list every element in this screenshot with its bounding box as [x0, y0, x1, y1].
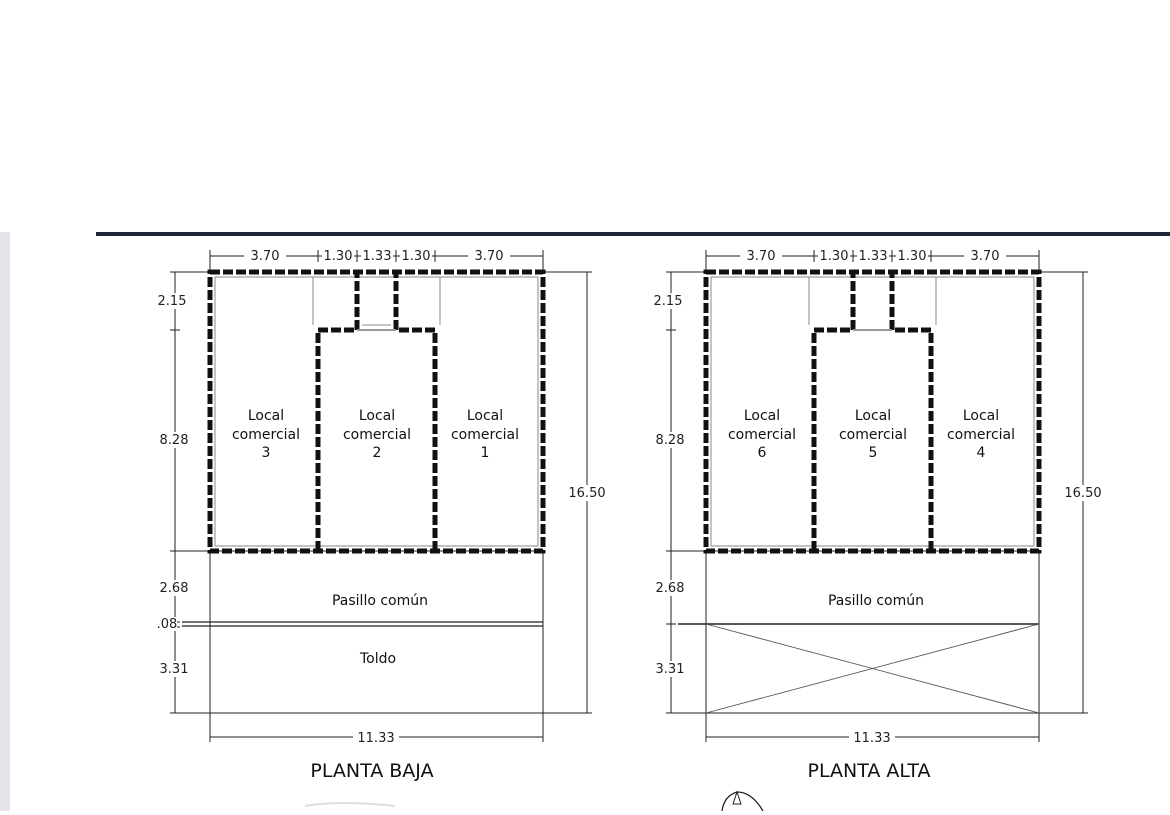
left-dim-5: 3.31: [160, 662, 189, 677]
bottom-dimension: 11.33: [705, 713, 1040, 746]
exterior-wall: [207, 269, 546, 554]
room-label-line2: comercial: [451, 427, 519, 443]
room-label-line3: 6: [758, 445, 767, 461]
corridor-outline: [209, 550, 544, 714]
top-dim-2: 1.30: [324, 249, 353, 264]
bottom-dim: 11.33: [853, 731, 890, 746]
plan-title: PLANTA BAJA: [310, 760, 433, 782]
bottom-dimension: 11.33: [209, 713, 544, 746]
plan-planta-alta: 3.70 1.30 1.33 1.30 3.70 2.15: [651, 248, 1106, 782]
corridor-label: Pasillo común: [828, 593, 924, 609]
top-dimension-chain: 3.70 1.30 1.33 1.30 3.70: [209, 248, 544, 272]
room-label-line3: 3: [262, 445, 271, 461]
left-dimension-chain: 2.15 8.28 2.68 .08 3.31: [155, 271, 210, 714]
left-dim-4: .08: [157, 617, 178, 632]
scroll-edge: [0, 232, 10, 811]
top-dim-1: 3.70: [747, 249, 776, 264]
room-label-line1: Local: [248, 408, 284, 424]
north-arrow-icon: [721, 790, 764, 812]
room-label-line3: 1: [481, 445, 490, 461]
awning-label: Toldo: [359, 651, 396, 667]
top-dim-4: 1.30: [402, 249, 431, 264]
room-label-line1: Local: [963, 408, 999, 424]
right-dim: 16.50: [1064, 486, 1101, 501]
left-dim-4: 3.31: [656, 662, 685, 677]
bottom-dim: 11.33: [357, 731, 394, 746]
left-dim-2: 8.28: [160, 433, 189, 448]
top-dim-1: 3.70: [251, 249, 280, 264]
room-label-line3: 4: [977, 445, 986, 461]
right-dimension: 16.50: [543, 271, 610, 714]
top-dim-5: 3.70: [475, 249, 504, 264]
exterior-wall: [703, 269, 1042, 554]
right-dim: 16.50: [568, 486, 605, 501]
left-dimension-chain: 2.15 8.28 2.68 3.31: [651, 271, 706, 714]
top-dim-3: 1.33: [859, 249, 888, 264]
top-dim-5: 3.70: [971, 249, 1000, 264]
room-label-line2: comercial: [232, 427, 300, 443]
room-label-line1: Local: [855, 408, 891, 424]
room-label-line1: Local: [467, 408, 503, 424]
corridor-label: Pasillo común: [332, 593, 428, 609]
plan-planta-baja: 3.70 1.30 1.33 1.30 3.70 2.15: [155, 248, 610, 782]
left-dim-1: 2.15: [158, 294, 187, 309]
left-dim-1: 2.15: [654, 294, 683, 309]
right-dimension: 16.50: [1039, 271, 1106, 714]
left-dim-3: 2.68: [160, 581, 189, 596]
left-dim-3: 2.68: [656, 581, 685, 596]
top-dim-3: 1.33: [363, 249, 392, 264]
top-dim-2: 1.30: [820, 249, 849, 264]
plan-title: PLANTA ALTA: [808, 760, 931, 782]
top-dim-4: 1.30: [898, 249, 927, 264]
partial-mark: [304, 802, 396, 807]
room-label-line2: comercial: [839, 427, 907, 443]
room-label-line2: comercial: [947, 427, 1015, 443]
room-label-line1: Local: [359, 408, 395, 424]
header-rule: [96, 232, 1170, 236]
left-dim-2: 8.28: [656, 433, 685, 448]
room-label-line2: comercial: [728, 427, 796, 443]
room-label-line3: 5: [869, 445, 878, 461]
room-label-line2: comercial: [343, 427, 411, 443]
top-dimension-chain: 3.70 1.30 1.33 1.30 3.70: [705, 248, 1040, 272]
corridor-outline: [705, 550, 1040, 714]
room-label-line3: 2: [373, 445, 382, 461]
room-label-line1: Local: [744, 408, 780, 424]
